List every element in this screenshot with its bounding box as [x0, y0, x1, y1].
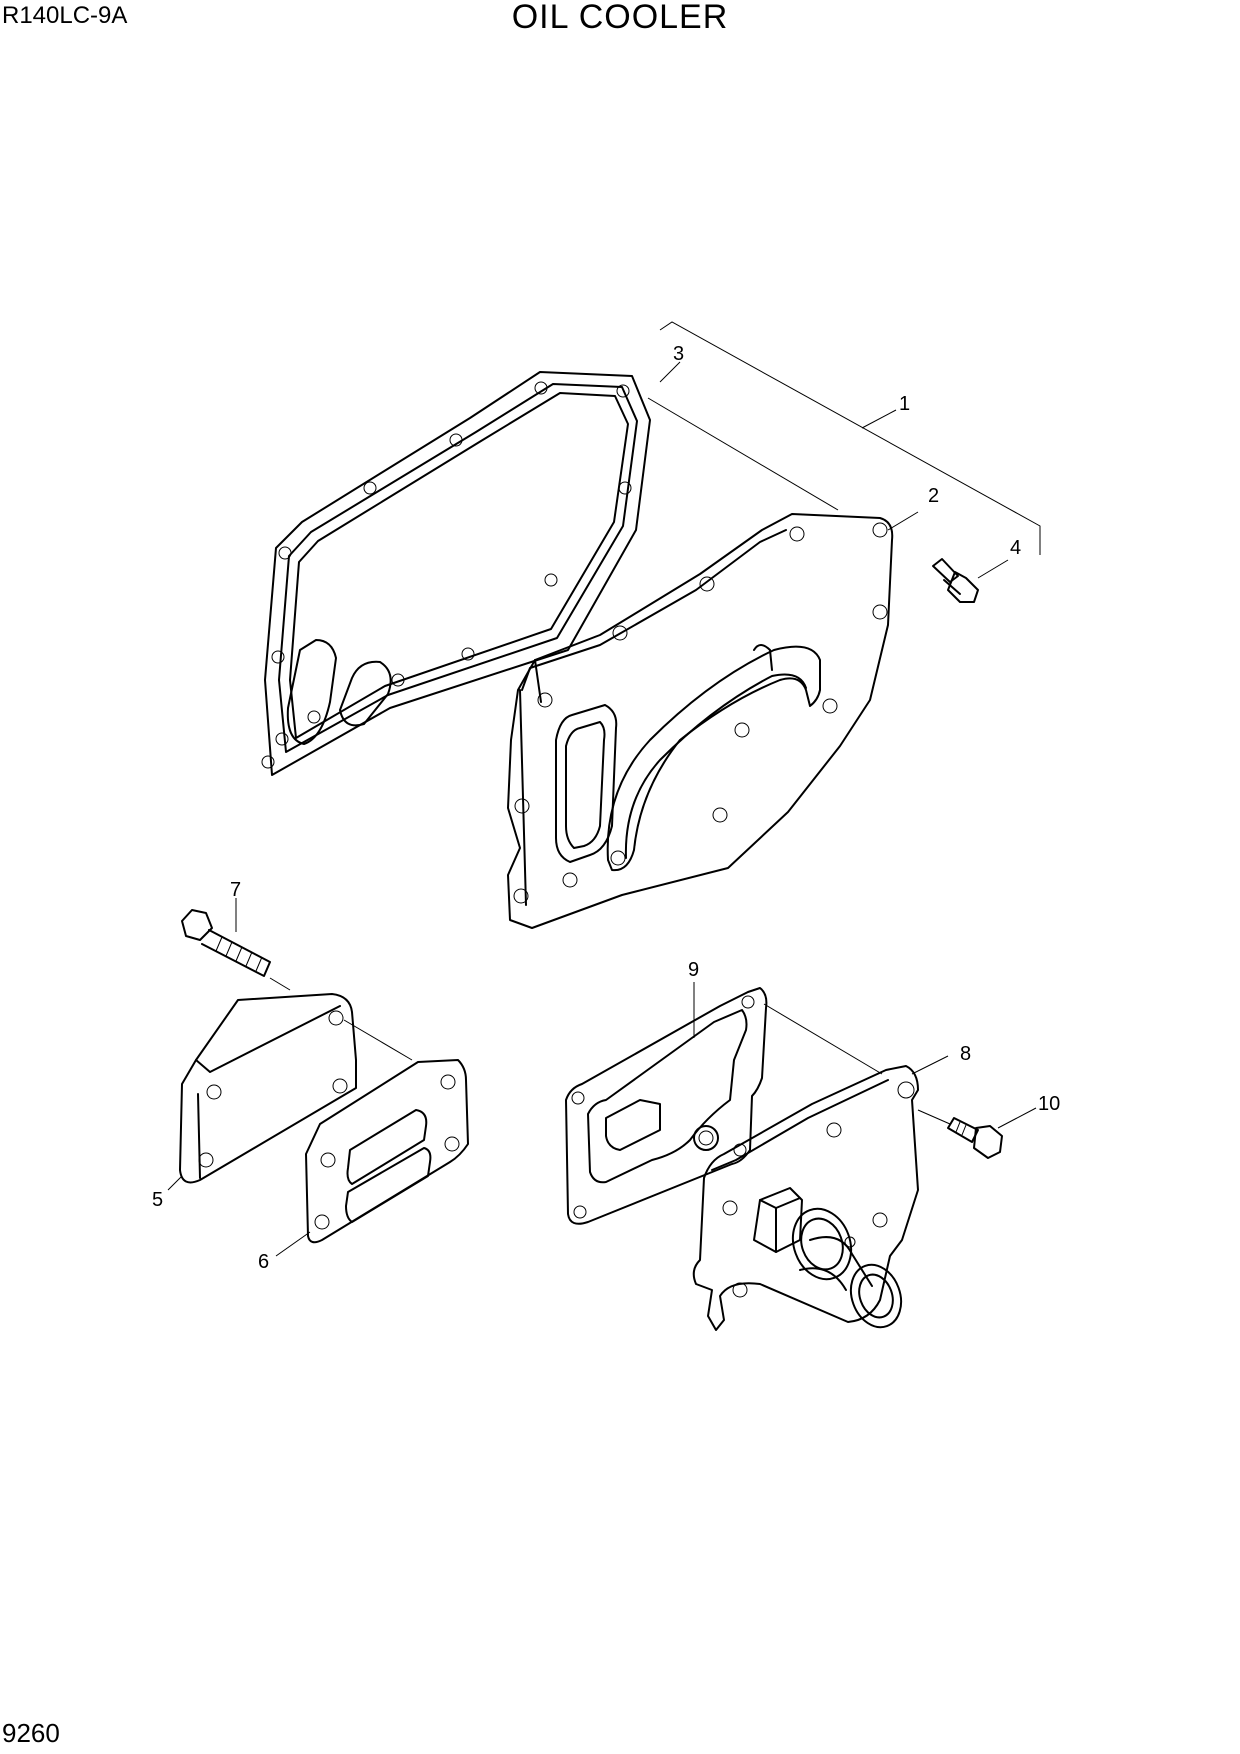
leader-lines [167, 321, 1041, 1257]
callout-9: 9 [688, 959, 699, 981]
callout-3: 3 [673, 343, 684, 365]
callout-10: 10 [1038, 1093, 1060, 1115]
part-10-bolt [947, 1117, 1003, 1159]
part-5-cover-plate [179, 993, 357, 1184]
part-8-housing [692, 1065, 919, 1331]
callout-1: 1 [899, 393, 910, 415]
callout-8: 8 [960, 1043, 971, 1065]
part-2-oil-cooler [507, 513, 894, 929]
part-3-cooler-gasket [261, 371, 651, 776]
part-6-gasket [305, 1059, 469, 1244]
part-7-bolt [181, 909, 271, 977]
page-number: 9260 [2, 1718, 60, 1748]
model-code: R140LC-9A [2, 2, 128, 29]
callout-2: 2 [928, 485, 939, 507]
page-title: OIL COOLER [511, 0, 729, 36]
callout-4: 4 [1010, 537, 1021, 559]
callout-6: 6 [258, 1251, 269, 1273]
part-9-gasket [565, 987, 768, 1225]
part-4-bolt [932, 558, 979, 603]
callout-5: 5 [152, 1189, 163, 1211]
callout-7: 7 [230, 879, 241, 901]
